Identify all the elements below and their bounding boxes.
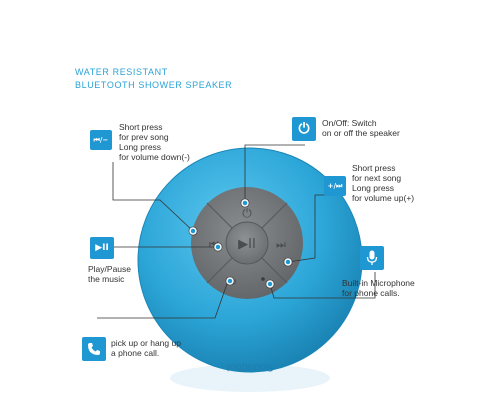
- prev-volume-down-icon: ⏮/−: [90, 130, 112, 150]
- svg-text:▶II: ▶II: [238, 237, 256, 252]
- speaker-reflection: [170, 364, 330, 392]
- microphone-glyph-icon: [366, 250, 378, 265]
- title-line-2: BLUETOOTH SHOWER SPEAKER: [75, 80, 233, 90]
- phone-handset-icon: [88, 343, 100, 355]
- next-pad-icon: ⏭: [276, 238, 286, 251]
- next-callout-text: Short press for next song Long press for…: [352, 163, 415, 203]
- phone-icon: [82, 337, 106, 361]
- power-icon: ⏻: [292, 117, 316, 141]
- power-callout-text: On/Off: Switch on or off the speaker: [322, 118, 400, 138]
- title-line-1: WATER RESISTANT: [75, 67, 168, 77]
- prev-pad-icon: ⏮: [209, 238, 219, 251]
- mic-callout-text: Built-in Microphone for phone calls.: [342, 278, 415, 298]
- speaker-brand-text: Soundbot: [226, 361, 273, 373]
- phone-callout-text: pick up or hang up a phone call.: [111, 338, 181, 358]
- play-pause-icon: ▶II: [90, 237, 114, 259]
- play-pause-button: [225, 221, 269, 265]
- play-callout-text: Play/Pause the music: [88, 264, 131, 284]
- mic-hole: [261, 277, 265, 281]
- microphone-icon: [360, 246, 384, 270]
- prev-callout-text: Short press for prev song Long press for…: [119, 122, 190, 162]
- power-pad-icon: ⏻: [242, 206, 252, 220]
- next-volume-up-icon: +/⏭: [324, 176, 346, 196]
